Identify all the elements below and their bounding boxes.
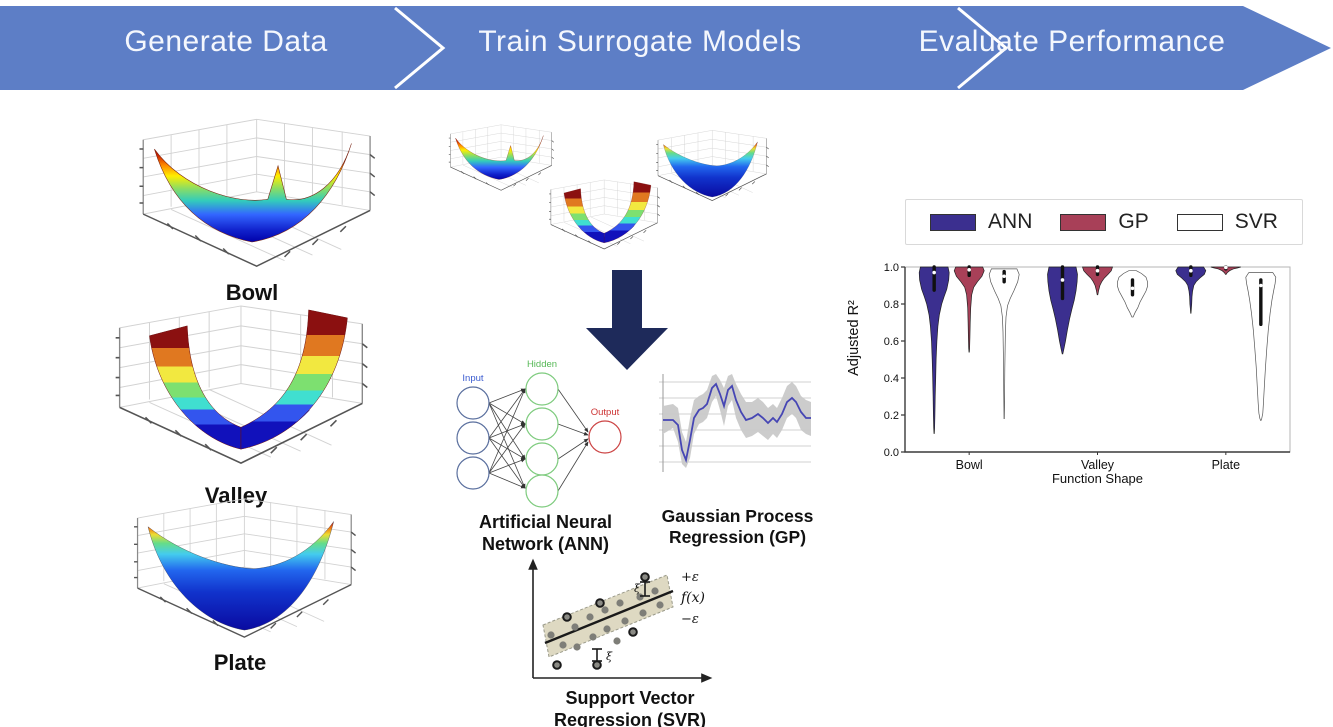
svr-regression-line — [544, 589, 674, 645]
ann-input-node — [456, 421, 490, 455]
violin-bowl-gp — [953, 266, 985, 353]
legend-swatch-ann — [930, 213, 977, 231]
violin-valley-ann — [1047, 266, 1078, 355]
svr-support-vector — [552, 660, 562, 670]
svg-text:0.4: 0.4 — [884, 373, 899, 385]
legend-label-ann: ANN — [988, 210, 1033, 233]
svg-text:0.0: 0.0 — [884, 447, 899, 459]
process-banner — [0, 6, 1331, 90]
svg-text:1.0: 1.0 — [884, 262, 899, 274]
svr-support-vector — [628, 627, 638, 637]
plate-caption: Plate — [213, 650, 267, 675]
svr-minus-epsilon-label: −ε — [681, 612, 699, 627]
banner-step-evaluate: Evaluate Performance — [918, 25, 1226, 58]
plate-surface-plot — [92, 490, 388, 652]
bowl-thumbnail — [443, 114, 555, 204]
ann-hidden-node — [525, 372, 559, 406]
svr-xi-top-label: ξ — [634, 582, 641, 595]
banner-chevron-1 — [394, 6, 446, 90]
legend-swatch-svr — [1176, 213, 1223, 231]
violin-bowl-svr — [988, 268, 1020, 420]
banner-chevron-2 — [957, 6, 1009, 90]
gp-plot — [659, 374, 811, 472]
chart-legend: ANN GP SVR — [905, 199, 1303, 245]
bowl-caption: Bowl — [225, 280, 279, 305]
svr-plus-epsilon-label: +ε — [681, 570, 699, 585]
svg-text:Function Shape: Function Shape — [1052, 471, 1143, 486]
gp-mean-line — [663, 382, 811, 464]
ann-hidden-label: Hidden — [527, 359, 557, 370]
violin-plate-gp — [1210, 266, 1241, 275]
legend-swatch-gp — [1060, 213, 1107, 231]
gp-confidence-band — [663, 374, 811, 468]
svr-fx-label: f(x) — [680, 590, 705, 606]
ann-output-label: Output — [591, 407, 620, 418]
ann-hidden-node — [525, 442, 559, 476]
violin-chart-ylabel: Adjusted R² — [846, 300, 862, 376]
legend-entry-svr: SVR — [1176, 210, 1278, 234]
down-arrow — [586, 270, 668, 370]
svr-caption: Support Vector Regression (SVR) — [553, 688, 707, 727]
legend-label-gp: GP — [1118, 210, 1149, 233]
legend-entry-gp: GP — [1060, 210, 1149, 234]
svg-text:Plate: Plate — [1212, 458, 1241, 472]
bowl-surface-plot — [112, 110, 392, 282]
plate-thumbnail — [650, 120, 770, 214]
svr-xi-bottom-label: ξ — [606, 650, 613, 663]
svr-support-vector — [562, 612, 572, 622]
svr-support-vector — [592, 660, 602, 670]
banner-step-generate-data: Generate Data — [124, 25, 328, 58]
valley-thumbnail — [543, 168, 661, 264]
svr-diagram: ξ ξ +ε f(x) −ε — [528, 558, 713, 683]
banner-step-train-models: Train Surrogate Models — [478, 25, 802, 58]
ann-caption: Artificial Neural Network (ANN) — [478, 512, 613, 554]
legend-entry-ann: ANN — [930, 210, 1032, 234]
violin-valley-gp — [1082, 266, 1113, 296]
ann-input-label: Input — [462, 373, 483, 384]
svr-support-vector — [640, 572, 650, 582]
gp-caption: Gaussian Process Regression (GP) — [661, 506, 814, 547]
violin-plate-ann — [1175, 266, 1207, 314]
legend-label-svr: SVR — [1234, 210, 1278, 233]
svg-text:0.2: 0.2 — [884, 410, 899, 422]
ann-output-node — [588, 420, 622, 454]
banner-band — [0, 6, 1331, 90]
ann-diagram: Input Hidden Output — [456, 359, 622, 508]
svr-support-vector — [595, 598, 605, 608]
violin-bowl-ann — [918, 266, 950, 434]
violin-plate-svr — [1245, 272, 1277, 421]
svg-text:Bowl: Bowl — [956, 458, 983, 472]
svg-text:0.6: 0.6 — [884, 336, 899, 348]
ann-hidden-node — [525, 407, 559, 441]
svg-text:Valley: Valley — [1081, 458, 1115, 472]
svg-text:0.8: 0.8 — [884, 299, 899, 311]
ann-hidden-node — [525, 474, 559, 508]
valley-surface-plot — [92, 296, 380, 480]
ann-input-node — [456, 386, 490, 420]
ann-input-node — [456, 456, 490, 490]
